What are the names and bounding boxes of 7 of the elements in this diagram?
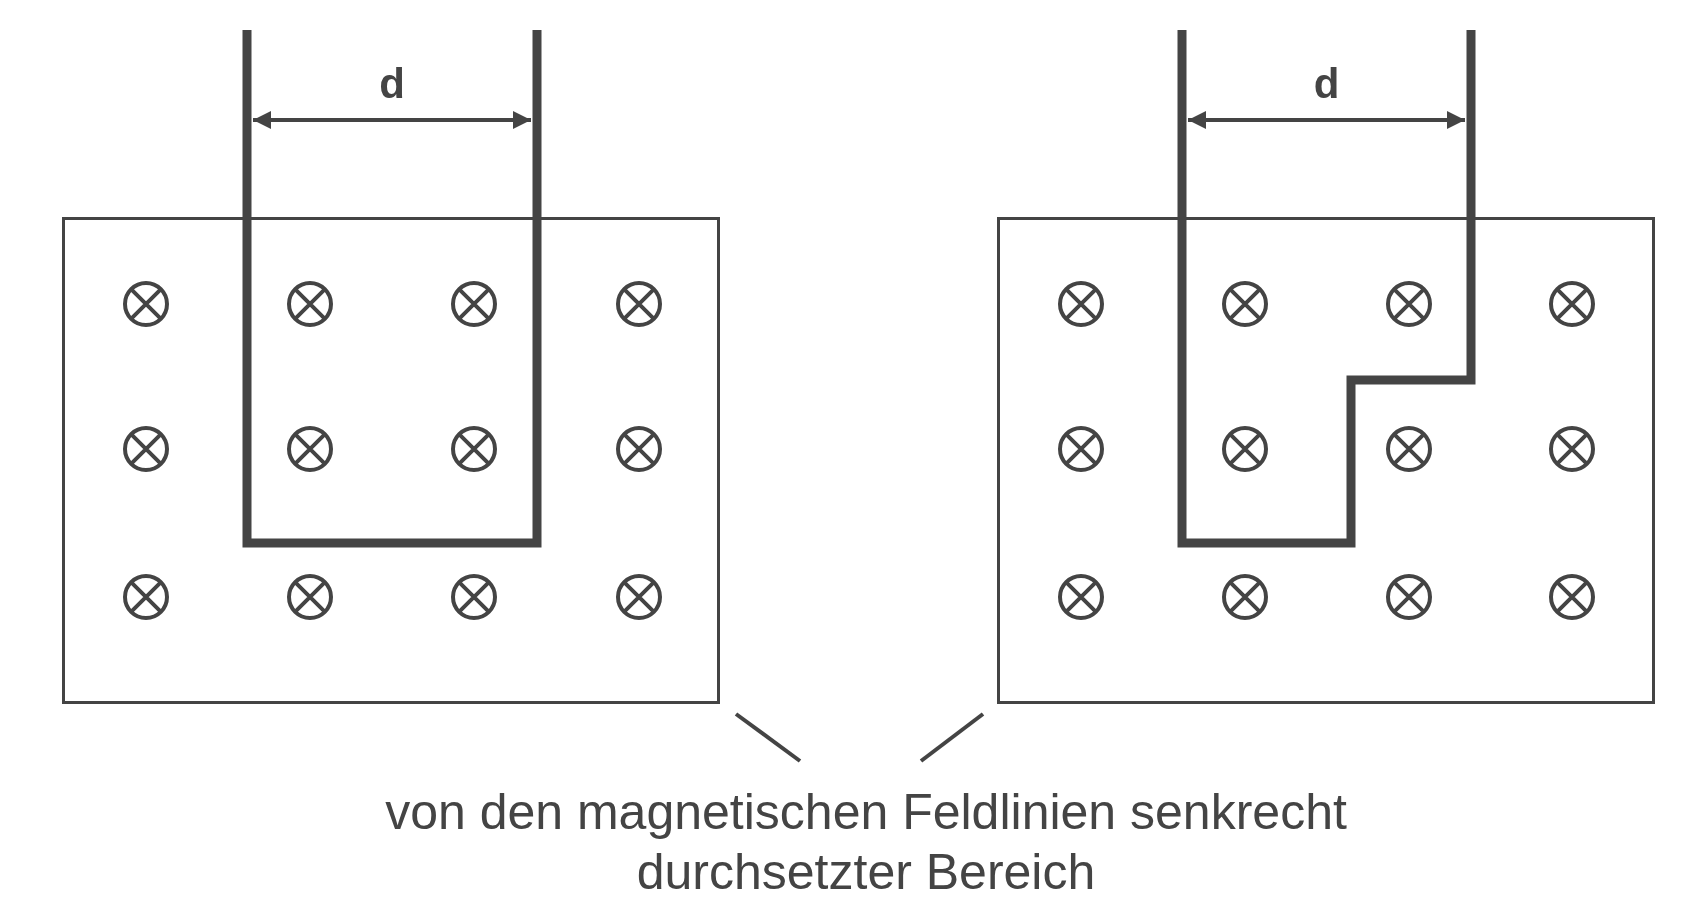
leader-line [919, 712, 985, 763]
field-region [62, 217, 720, 704]
caption-text: von den magnetischen Feldlinien senkrecht durchsetzter Bereich [384, 783, 1348, 902]
leader-line [734, 712, 802, 763]
field-region [997, 217, 1655, 704]
dimension-label: d [379, 60, 405, 108]
dimension-label: d [1313, 60, 1340, 108]
